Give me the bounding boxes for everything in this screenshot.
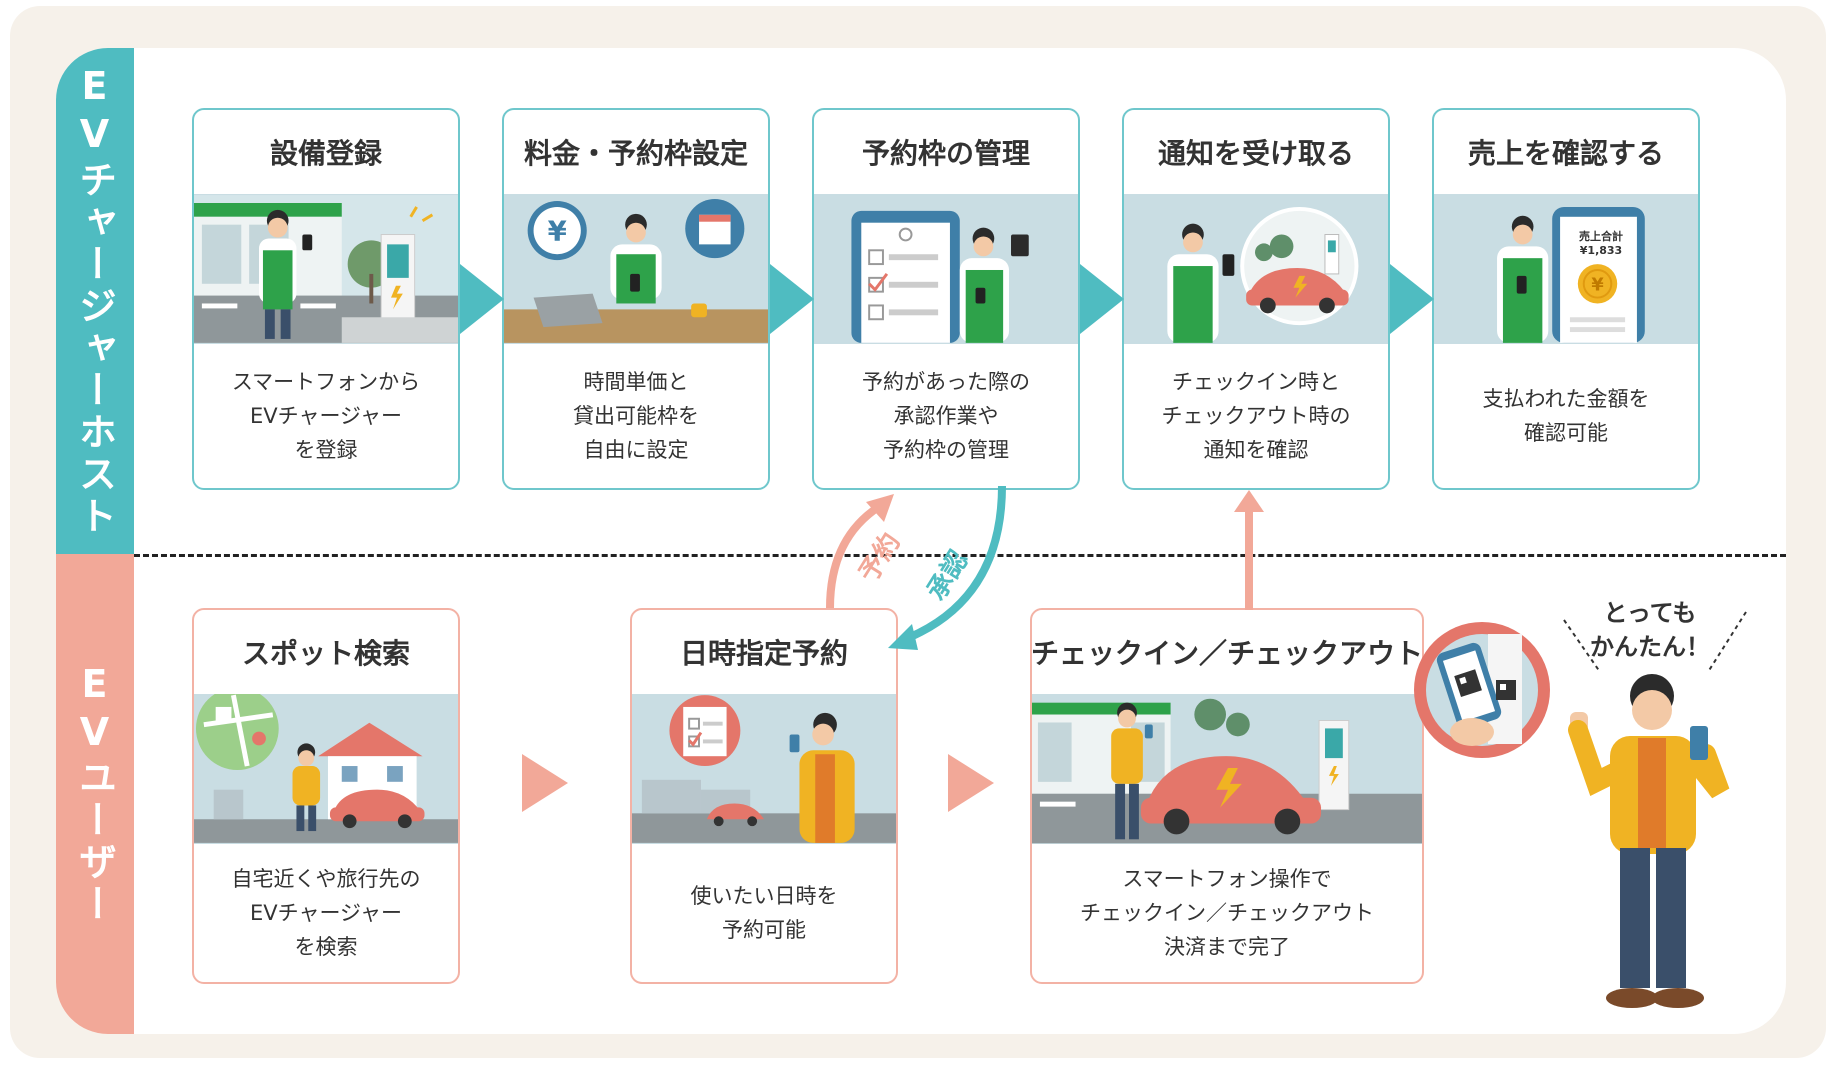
step-description: 使いたい日時を 予約可能 [632, 844, 896, 982]
desc-line: 予約があった際の [862, 370, 1030, 394]
desc-line: 予約可能 [722, 918, 806, 942]
step-description: スマートフォンから EVチャージャー を登録 [194, 344, 458, 488]
desc-line: 確認可能 [1523, 421, 1608, 445]
desc-line: を登録 [294, 438, 358, 462]
step-description: 時間単価と 貸出可能枠を 自由に設定 [504, 344, 768, 488]
svg-text:¥: ¥ [548, 214, 567, 247]
desc-line: チェックアウト時の [1161, 404, 1351, 428]
section-divider [134, 554, 1786, 557]
user-step-reservation: 日時指定予約 使いたい日時を 予約可能 [630, 608, 898, 984]
slot-management-illustration [814, 194, 1078, 344]
happy-user-character [1568, 674, 1730, 1008]
flow-arrow-right-icon [522, 754, 568, 812]
step-title: 日時指定予約 [679, 637, 848, 670]
desc-line: EVチャージャー [250, 404, 402, 428]
reserve-approve-arrows-icon [826, 485, 1006, 650]
desc-line: 予約枠の管理 [883, 438, 1009, 462]
sales-total-amount: ¥1,833 [1579, 244, 1623, 257]
step-description: 支払われた金額を 確認可能 [1434, 344, 1698, 488]
host-step-registration: 設備登録 スマートフォンから EVチャージャー を登録 [192, 108, 460, 490]
step-title: 売上を確認する [1467, 137, 1664, 170]
flow-arrow-right-icon [770, 264, 814, 334]
store-charging-car-illustration [1032, 694, 1422, 844]
user-section-band: EVユーザー [56, 554, 134, 1034]
calendar-phone-illustration [632, 695, 896, 843]
flow-arrow-right-icon [948, 754, 994, 812]
user-section-label: EVユーザー [72, 662, 117, 926]
flow-arrow-right-icon [460, 264, 504, 334]
host-step-notifications: 通知を受け取る チェックイン時と チェックアウト時の 通知を確認 [1122, 108, 1390, 490]
user-step-spot-search: スポット検索 自宅近くや旅行先の EVチャージャー を検索 [192, 608, 460, 984]
step-description: スマートフォン操作で チェックイン／チェックアウト 決済まで完了 [1032, 844, 1422, 982]
flow-arrow-right-icon [1080, 264, 1124, 334]
speech-bubble: とっても かんたん！ [1590, 596, 1710, 664]
host-step-slot-management: 予約枠の管理 予約があった際の 承認作業や 予約枠の管理 [812, 108, 1080, 490]
speech-line: とっても [1603, 599, 1697, 627]
map-house-car-illustration [194, 694, 458, 843]
checkin-illustration [1032, 694, 1422, 844]
host-step-pricing: 料金・予約枠設定 ¥ 時間単価と 貸出可能枠を 自由に設定 [502, 108, 770, 490]
step-description: 自宅近くや旅行先の EVチャージャー を検索 [194, 844, 458, 982]
desc-line: 承認作業や [893, 404, 999, 428]
step-title: 通知を受け取る [1157, 137, 1354, 170]
desc-line: EVチャージャー [250, 901, 402, 925]
pricing-illustration: ¥ [504, 194, 768, 344]
host-section-band: EVチャージャーホスト [56, 48, 134, 554]
user-step-checkin-checkout: チェックイン／チェックアウト スマートフォン操作で チェックイン／チェックアウト… [1030, 608, 1424, 984]
desc-line: 通知を確認 [1203, 438, 1309, 462]
desc-line: スマートフォン操作で [1122, 867, 1332, 891]
spot-search-illustration [194, 694, 458, 844]
store-charger-illustration [194, 195, 458, 343]
desc-line: 決済まで完了 [1164, 935, 1290, 959]
notification-car-illustration [1124, 195, 1388, 343]
emphasis-lines-icon [1563, 611, 1747, 673]
step-title: チェックイン／チェックアウト [1031, 637, 1424, 670]
desk-laptop-illustration: ¥ [504, 195, 768, 343]
speech-line: かんたん！ [1590, 633, 1710, 661]
desc-line: 自宅近くや旅行先の [231, 867, 421, 891]
step-description: チェックイン時と チェックアウト時の 通知を確認 [1124, 344, 1388, 488]
step-title: 予約枠の管理 [861, 137, 1030, 170]
step-title: 設備登録 [269, 137, 382, 170]
host-section-label: EVチャージャーホスト [72, 64, 117, 538]
sales-total-label: 売上合計 [1579, 230, 1623, 243]
reservation-illustration [632, 694, 896, 844]
notification-illustration [1124, 194, 1388, 344]
step-title: スポット検索 [241, 637, 410, 670]
desc-line: チェックイン／チェックアウト [1080, 901, 1374, 925]
host-step-sales: 売上を確認する ¥ 売上合計 ¥1,833 支払われた金額を 確認可能 [1432, 108, 1700, 490]
qr-scan-icon [1414, 622, 1550, 758]
desc-line: 自由に設定 [583, 438, 689, 462]
sales-phone-illustration: ¥ [1434, 195, 1698, 343]
svg-text:¥: ¥ [1591, 276, 1604, 296]
desc-line: 使いたい日時を [690, 884, 838, 908]
desc-line: 貸出可能枠を [573, 404, 699, 428]
flow-arrow-right-icon [1390, 264, 1434, 334]
tablet-checklist-illustration [814, 195, 1078, 343]
desc-line: を検索 [294, 935, 358, 959]
step-title: 料金・予約枠設定 [523, 137, 748, 170]
registration-illustration [194, 194, 458, 344]
desc-line: チェックイン時と [1172, 370, 1340, 394]
notification-up-arrow-icon [1234, 490, 1264, 610]
desc-line: 支払われた金額を [1482, 387, 1650, 411]
desc-line: 時間単価と [583, 370, 689, 394]
desc-line: スマートフォンから [231, 370, 421, 394]
sales-illustration: ¥ 売上合計 ¥1,833 [1434, 194, 1698, 344]
step-description: 予約があった際の 承認作業や 予約枠の管理 [814, 344, 1078, 488]
